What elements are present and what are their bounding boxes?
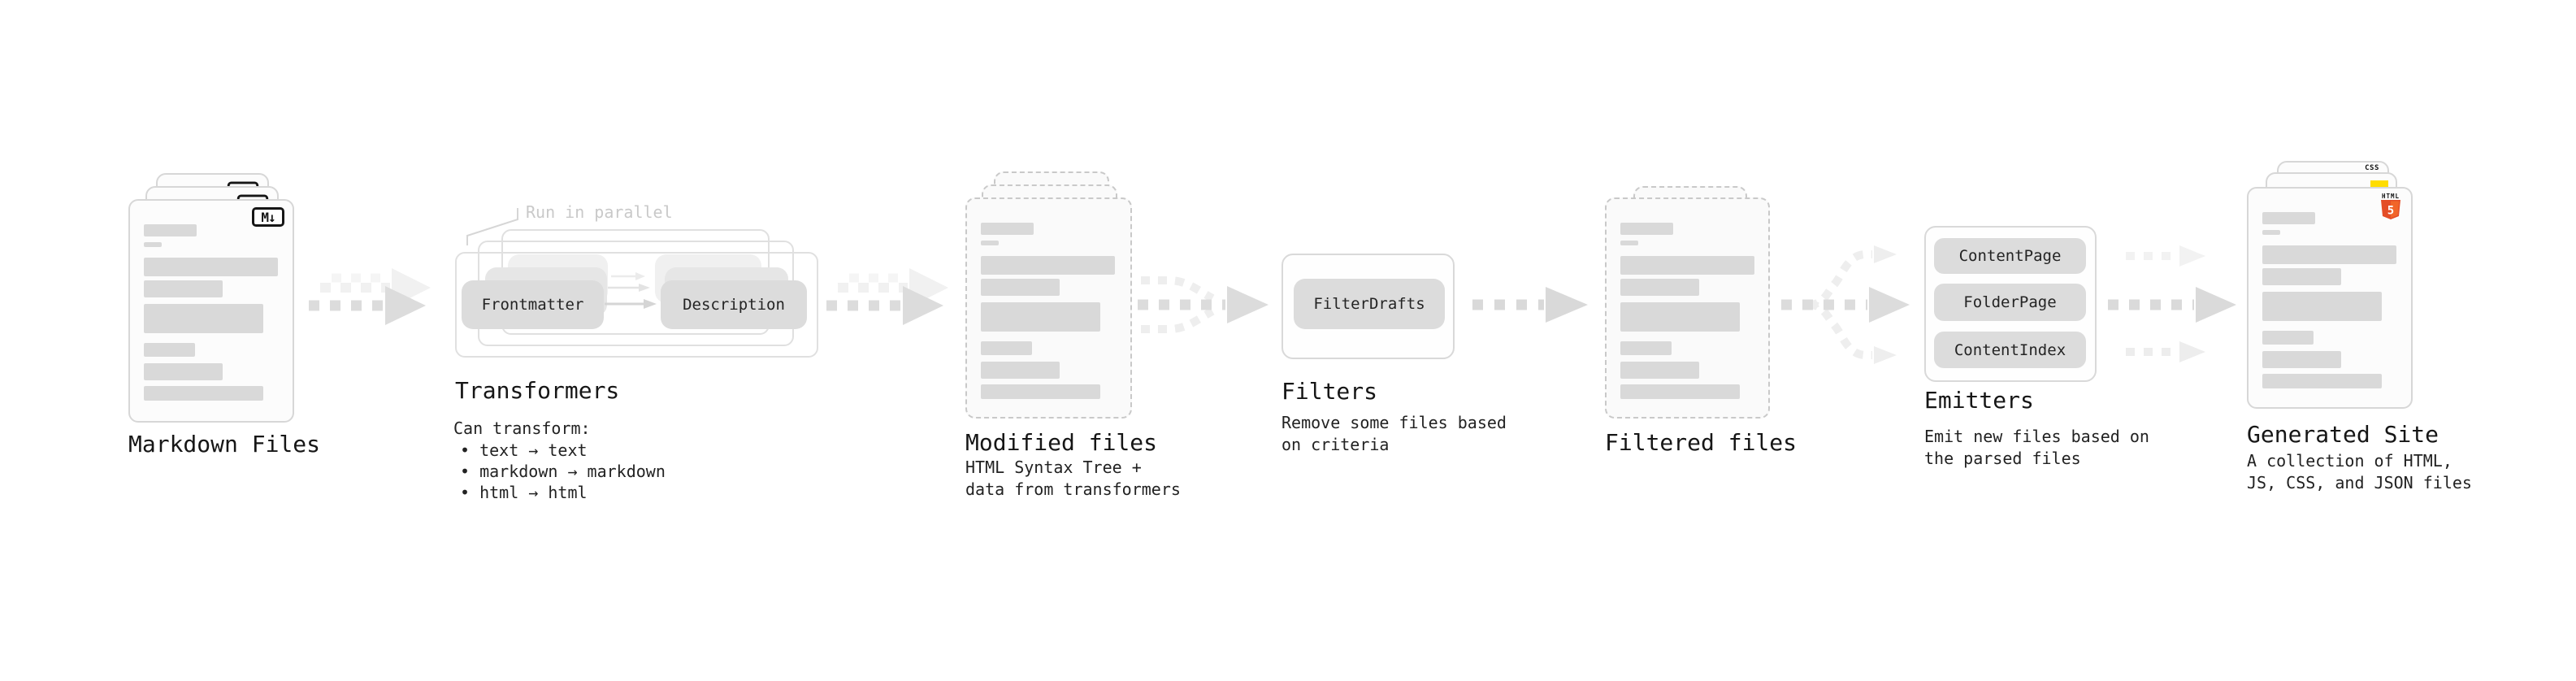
doc-text-line xyxy=(144,242,162,247)
emit-arrows-icon xyxy=(2108,245,2236,362)
markdown-icon: M↓ xyxy=(252,207,284,227)
flow-arrow-icon xyxy=(309,268,431,325)
doc-text-line xyxy=(1620,223,1673,235)
doc-text-line xyxy=(2262,268,2341,285)
generated-desc-line: JS, CSS, and JSON files xyxy=(2247,473,2472,492)
doc-text-line xyxy=(144,258,278,276)
svg-text:5: 5 xyxy=(2387,205,2394,218)
emitters-desc-line: Emit new files based on xyxy=(1924,427,2149,446)
filtered-file-card xyxy=(1605,197,1770,419)
folderpage-pill: FolderPage xyxy=(1934,284,2086,321)
generated-site-description: A collection of HTML, JS, CSS, and JSON … xyxy=(2247,450,2472,494)
modified-files-description: HTML Syntax Tree + data from transformer… xyxy=(965,457,1181,501)
flow-arrow-icon xyxy=(826,268,948,325)
frontmatter-pill-label: Frontmatter xyxy=(481,296,584,314)
doc-text-line xyxy=(2262,230,2280,235)
contentpage-pill: ContentPage xyxy=(1934,238,2086,274)
stage-title-markdown-files: Markdown Files xyxy=(128,431,321,458)
html5-icon: HTML 5 xyxy=(2379,193,2402,223)
doc-text-line xyxy=(1620,302,1740,332)
transform-bullet: • markdown → markdown xyxy=(460,462,666,481)
transform-arrows-icon xyxy=(605,272,657,309)
contentindex-pill: ContentIndex xyxy=(1934,332,2086,368)
doc-text-line xyxy=(144,386,263,401)
emitters-description: Emit new files based on the parsed files xyxy=(1924,426,2149,470)
folderpage-pill-label: FolderPage xyxy=(1963,293,2057,311)
doc-text-line xyxy=(144,224,197,236)
transform-bullet: • text → text xyxy=(460,440,588,460)
markdown-file-card: M↓ xyxy=(128,199,294,423)
can-transform-heading: Can transform: xyxy=(453,419,591,438)
doc-text-line xyxy=(981,341,1032,355)
doc-text-line xyxy=(981,256,1115,275)
stage-title-emitters: Emitters xyxy=(1924,387,2034,414)
frontmatter-pill: Frontmatter xyxy=(462,280,604,329)
doc-text-line xyxy=(981,279,1060,296)
doc-text-line xyxy=(981,241,999,245)
doc-text-line xyxy=(981,223,1034,235)
generated-file-card: HTML 5 xyxy=(2247,187,2413,409)
filters-desc-line: Remove some files based xyxy=(1281,413,1507,432)
modified-desc-line: HTML Syntax Tree + xyxy=(965,458,1142,477)
callout-line-icon xyxy=(466,208,518,245)
doc-text-line xyxy=(981,302,1100,332)
filters-description: Remove some files based on criteria xyxy=(1281,412,1507,456)
contentpage-pill-label: ContentPage xyxy=(1958,247,2062,265)
filterdrafts-pill-label: FilterDrafts xyxy=(1313,295,1425,313)
document-content-placeholder xyxy=(2249,189,2411,407)
transformers-description: Can transform: • text → text • markdown … xyxy=(453,418,666,503)
doc-text-line xyxy=(2262,292,2382,321)
generated-desc-line: A collection of HTML, xyxy=(2247,451,2452,471)
run-in-parallel-note: Run in parallel xyxy=(526,202,673,222)
doc-text-line xyxy=(2262,374,2382,388)
document-content-placeholder xyxy=(967,199,1130,417)
doc-text-line xyxy=(2262,331,2314,345)
description-pill-label: Description xyxy=(683,296,785,314)
doc-text-line xyxy=(981,362,1060,379)
doc-text-line xyxy=(1620,241,1638,245)
doc-text-line xyxy=(1620,384,1740,399)
html5-shield-icon: 5 xyxy=(2381,200,2400,219)
modified-desc-line: data from transformers xyxy=(965,479,1181,499)
transformer-box xyxy=(455,252,818,358)
stage-title-filtered-files: Filtered files xyxy=(1605,429,1798,456)
filters-desc-line: on criteria xyxy=(1281,435,1390,454)
stage-title-filters: Filters xyxy=(1281,378,1378,405)
doc-text-line xyxy=(144,304,263,333)
css-badge-label: CSS xyxy=(2365,164,2379,172)
html5-badge-label: HTML xyxy=(2381,193,2400,200)
description-pill: Description xyxy=(661,280,807,329)
doc-text-line xyxy=(1620,279,1699,296)
document-content-placeholder xyxy=(1607,199,1768,417)
merge-arrow-icon xyxy=(1138,276,1268,333)
doc-text-line xyxy=(1620,341,1672,355)
emitters-desc-line: the parsed files xyxy=(1924,449,2081,468)
contentindex-pill-label: ContentIndex xyxy=(1954,340,2066,359)
document-content-placeholder xyxy=(130,201,293,421)
stage-title-modified-files: Modified files xyxy=(965,429,1158,456)
js-icon xyxy=(2370,180,2388,189)
flow-arrow-icon xyxy=(1472,287,1588,323)
doc-text-line xyxy=(2262,212,2315,224)
split-arrow-icon xyxy=(1781,245,1910,364)
transform-bullet: • html → html xyxy=(460,483,588,502)
doc-text-line xyxy=(144,343,195,357)
stage-title-transformers: Transformers xyxy=(455,377,620,404)
filterdrafts-pill: FilterDrafts xyxy=(1294,279,1445,329)
doc-text-line xyxy=(1620,362,1699,379)
doc-text-line xyxy=(1620,256,1754,275)
doc-text-line xyxy=(144,363,223,380)
doc-text-line xyxy=(981,384,1100,399)
doc-text-line xyxy=(144,280,223,297)
doc-text-line xyxy=(2262,351,2341,368)
stage-title-generated-site: Generated Site xyxy=(2247,421,2439,448)
modified-file-card xyxy=(965,197,1132,419)
doc-text-line xyxy=(2262,245,2396,264)
